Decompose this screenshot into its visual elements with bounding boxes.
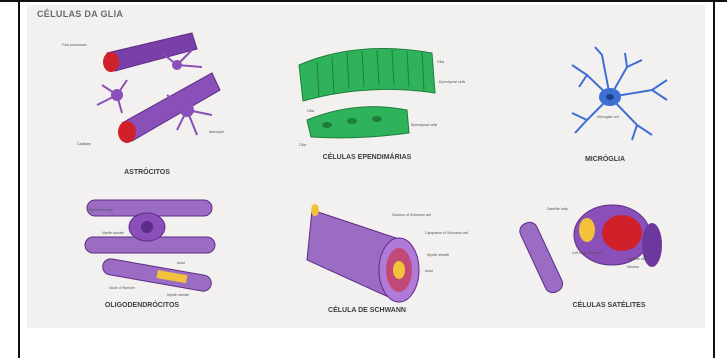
astro-label-3: Astrocyte [209, 130, 224, 134]
caption-schwann: CÉLULA DE SCHWANN [328, 307, 406, 314]
oligo-label-1: Oligodendrocyte [87, 208, 113, 212]
schwann-illustration [307, 204, 419, 302]
sat-label-3: Satellite cell [627, 257, 646, 261]
caption-ependimarias: CÉLULAS EPENDIMÁRIAS [323, 154, 412, 161]
astro-label-2: Capillary [77, 142, 91, 146]
micro-label-1: Microglial cell [597, 115, 619, 119]
oligo-label-3: Axon [177, 261, 185, 265]
epend-label-1: Cilia [437, 60, 444, 64]
astro-label-1: Foot processes [62, 43, 87, 47]
table-right-border [713, 0, 715, 358]
sat-label-1: Satellite cells [547, 207, 568, 211]
schwann-label-2: Cytoplasm of Schwann cell [425, 231, 468, 235]
caption-microglia: MICRÓGLIA [585, 156, 625, 163]
epend-label-3: Cilia [307, 109, 314, 113]
microglia-illustration [572, 47, 667, 140]
caption-astrocitos: ASTRÓCITOS [124, 169, 170, 176]
caption-satelites: CÉLULAS SATÉLITES [573, 302, 646, 309]
epend-label-2: Ependymal cells [439, 80, 465, 84]
schwann-label-3: Myelin sheath [427, 253, 449, 257]
oligo-label-4: Node of Ranvier [109, 286, 135, 290]
caption-oligodendrocitos: OLIGODENDRÓCITOS [105, 302, 179, 309]
oligo-label-2: Myelin sheath [102, 231, 124, 235]
schwann-label-4: Axon [425, 269, 433, 273]
table-top-border [0, 0, 727, 2]
table-left-border [18, 0, 20, 358]
sat-label-2: Cell body of neuron [572, 251, 603, 255]
oligodendrocyte-illustration [85, 200, 215, 292]
glia-illustration [27, 5, 705, 328]
epend-label-5: Cilia [299, 143, 306, 147]
glia-figure: CÉLULAS DA GLIA [27, 5, 705, 328]
oligo-label-5: Myelin sheath [167, 293, 189, 297]
astrocyte-illustration [97, 33, 220, 143]
sat-label-4: Neuron [627, 265, 639, 269]
schwann-label-1: Nucleus of Schwann cell [392, 213, 431, 217]
epend-label-4: Ependymal cells [411, 123, 437, 127]
